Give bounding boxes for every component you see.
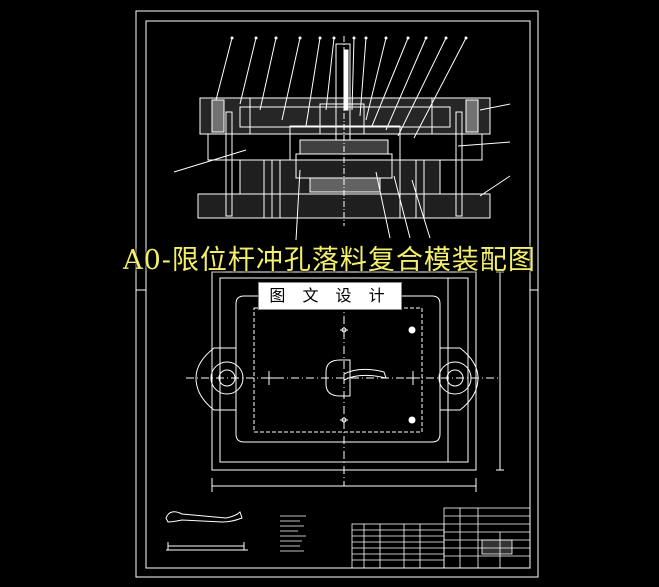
drawing-title: A0-限位杆冲孔落料复合模装配图 [123,245,536,276]
technical-notes [280,515,306,552]
watermark-stamp: 图 文 设 计 [258,282,402,310]
inner-frame [145,20,531,569]
outer-frame [135,10,539,578]
part-sketch [165,511,248,551]
title-block [443,507,531,569]
section-view [173,36,511,241]
parts-list-table [351,523,445,569]
